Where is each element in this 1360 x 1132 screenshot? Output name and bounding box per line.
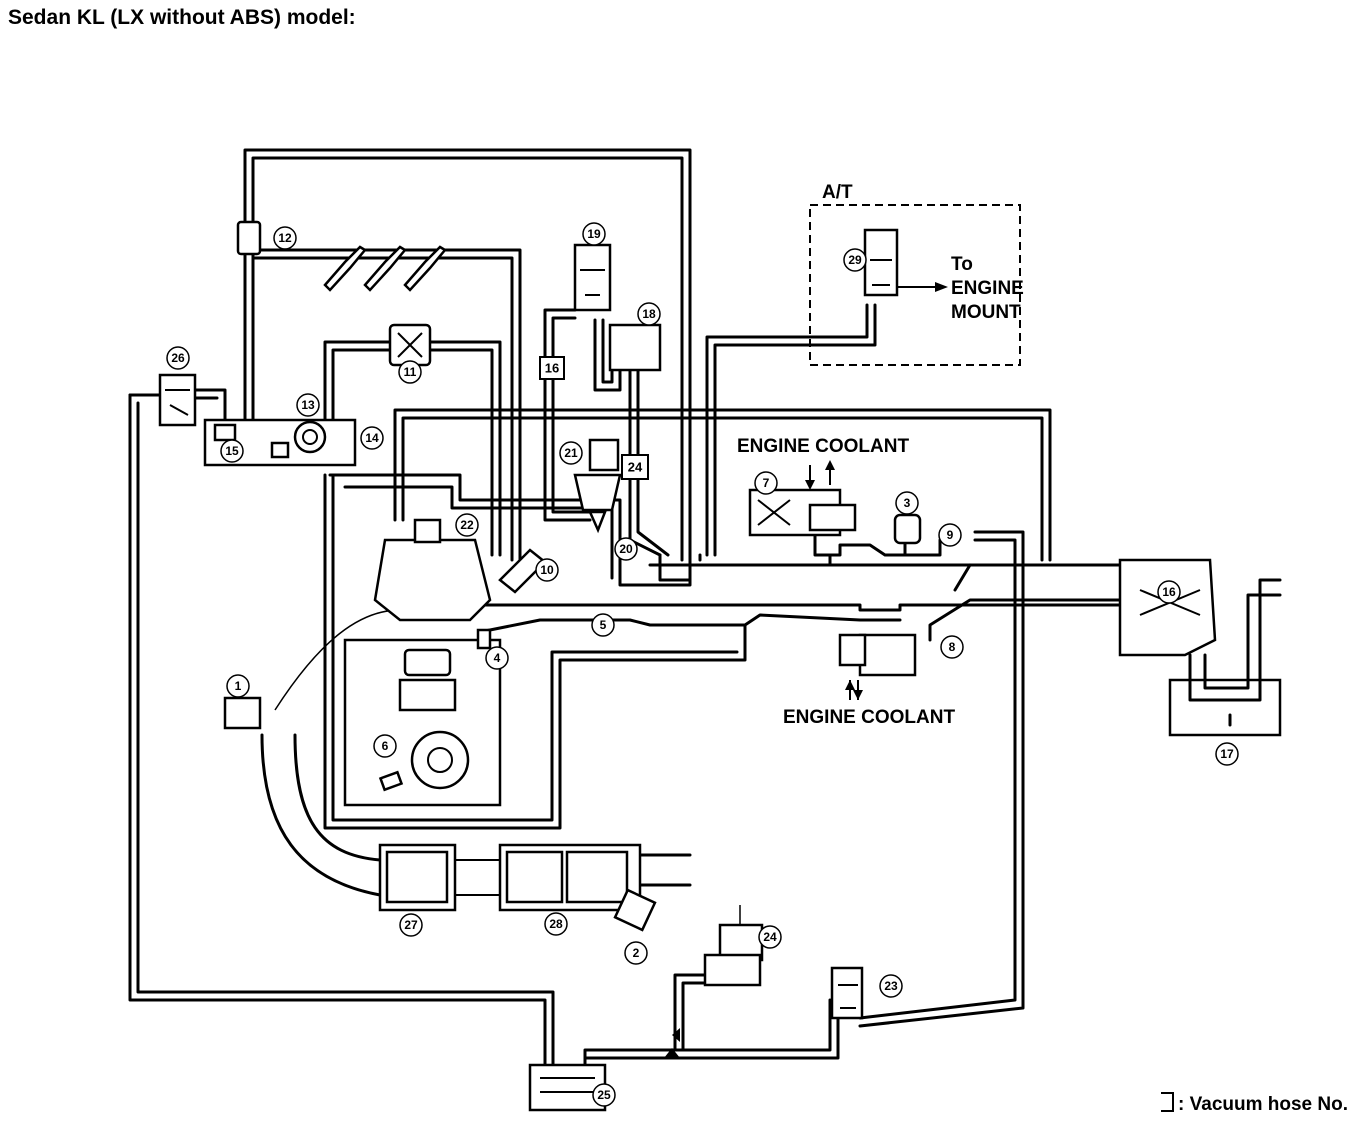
- callout-28: 28: [544, 912, 568, 936]
- callout-7: 7: [754, 471, 778, 495]
- callout-2: 2: [624, 941, 648, 965]
- oxygen-sensor-front: [223, 696, 262, 730]
- svg-text:29: 29: [848, 253, 862, 267]
- svg-text:6: 6: [382, 739, 389, 753]
- vacuum-hoses: [128, 148, 1122, 1067]
- cylinder-head: [373, 538, 492, 622]
- callout-15: 15: [220, 439, 244, 463]
- svg-text:19: 19: [587, 227, 601, 241]
- vacuum-switch-top: [573, 243, 612, 312]
- components: [158, 204, 1282, 1112]
- hose-number-24: 24: [621, 454, 649, 480]
- mount-label: MOUNT: [951, 302, 1021, 323]
- vacuum-hose-legend: : Vacuum hose No.: [1161, 1092, 1348, 1116]
- callout-22: 22: [455, 513, 479, 537]
- hose-number-16: 16: [539, 356, 565, 380]
- svg-text:8: 8: [949, 640, 956, 654]
- svg-text:13: 13: [301, 398, 315, 412]
- callout-24-lower: 24: [758, 925, 782, 949]
- svg-text:27: 27: [404, 918, 418, 932]
- callout-26: 26: [166, 346, 190, 370]
- egr-solenoid: [588, 438, 620, 472]
- callout-19: 19: [582, 222, 606, 246]
- svg-text:18: 18: [642, 307, 656, 321]
- control-valve: [608, 323, 662, 372]
- engine-coolant-top-label: ENGINE COOLANT: [737, 436, 909, 457]
- callout-18: 18: [637, 302, 661, 326]
- svg-text:4: 4: [494, 651, 501, 665]
- svg-text:14: 14: [365, 431, 379, 445]
- callout-29: 29: [843, 248, 867, 272]
- legend-text: : Vacuum hose No.: [1178, 1094, 1348, 1115]
- hose-label-16: 16: [545, 361, 559, 376]
- callout-25: 25: [592, 1083, 616, 1107]
- callout-17: 17: [1215, 742, 1239, 766]
- svg-text:3: 3: [904, 496, 911, 510]
- callout-27: 27: [399, 913, 423, 937]
- callout-20: 20: [614, 537, 638, 561]
- callout-21: 21: [559, 441, 583, 465]
- callout-8: 8: [940, 635, 964, 659]
- svg-text:17: 17: [1220, 747, 1234, 761]
- resonator: [1168, 678, 1282, 737]
- fuel-injectors: [323, 245, 447, 292]
- crank-sensor-wheel: [410, 730, 470, 790]
- svg-text:9: 9: [947, 528, 954, 542]
- engine-label: ENGINE: [951, 278, 1024, 299]
- svg-text:5: 5: [600, 618, 607, 632]
- svg-text:24: 24: [763, 930, 777, 944]
- callout-6: 6: [373, 734, 397, 758]
- purge-cut-valve: [158, 373, 197, 427]
- svg-text:11: 11: [404, 365, 417, 379]
- map-sensor: [893, 513, 922, 545]
- vacuum-switch-bottom: [830, 966, 864, 1020]
- callout-9: 9: [938, 523, 962, 547]
- callout-10: 10: [535, 558, 559, 582]
- callout-16: 16: [1157, 580, 1181, 604]
- callout-23: 23: [879, 974, 903, 998]
- at-label: A/T: [822, 182, 853, 203]
- svg-text:7: 7: [763, 476, 770, 490]
- air-cleaner: [1118, 558, 1217, 657]
- hose-box-symbol: [1161, 1092, 1175, 1112]
- fuel-pressure-regulator: [236, 220, 262, 256]
- callout-3: 3: [895, 491, 919, 515]
- callout-1: 1: [226, 674, 250, 698]
- svg-text:20: 20: [619, 542, 633, 556]
- callout-5: 5: [591, 613, 615, 637]
- callout-11: 11: [398, 360, 422, 384]
- svg-text:26: 26: [171, 351, 185, 365]
- fast-idle-valve: [858, 633, 917, 677]
- oxygen-sensor-rear: [613, 888, 657, 932]
- svg-text:23: 23: [884, 979, 898, 993]
- engine-coolant-bottom-label: ENGINE COOLANT: [783, 707, 955, 728]
- svg-text:10: 10: [540, 563, 554, 577]
- hose-label-24: 24: [628, 460, 643, 475]
- svg-text:16: 16: [1162, 585, 1176, 599]
- svg-text:15: 15: [225, 444, 239, 458]
- callout-14: 14: [360, 426, 384, 450]
- svg-text:22: 22: [460, 518, 474, 532]
- svg-text:2: 2: [633, 946, 640, 960]
- callout-4: 4: [485, 646, 509, 670]
- svg-text:12: 12: [278, 231, 292, 245]
- coolant-temp-sensor: [476, 628, 492, 650]
- svg-text:21: 21: [564, 446, 578, 460]
- page-title: Sedan KL (LX without ABS) model:: [8, 6, 356, 29]
- callout-13: 13: [296, 393, 320, 417]
- callout-12: 12: [273, 226, 297, 250]
- svg-text:25: 25: [597, 1088, 611, 1102]
- vacuum-tank: [528, 1063, 607, 1112]
- to-label: To: [951, 254, 973, 275]
- fuel-pump: [293, 420, 327, 454]
- engine-mount-solenoid: [863, 228, 899, 297]
- svg-text:1: 1: [235, 679, 242, 693]
- svg-text:28: 28: [549, 917, 563, 931]
- at-group-box: [809, 204, 1021, 366]
